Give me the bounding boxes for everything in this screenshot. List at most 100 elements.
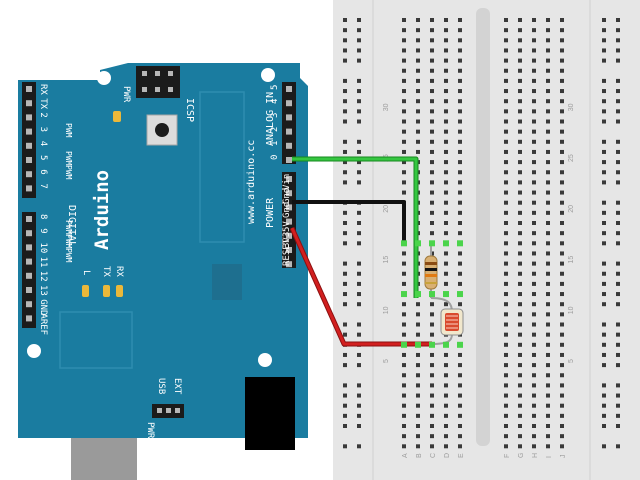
breadboard-hole[interactable] bbox=[430, 89, 434, 94]
breadboard-hole[interactable] bbox=[444, 89, 448, 94]
breadboard-hole[interactable] bbox=[560, 180, 564, 185]
rail-hole[interactable] bbox=[602, 413, 606, 418]
rail-hole[interactable] bbox=[357, 444, 361, 449]
breadboard-hole[interactable] bbox=[546, 221, 550, 225]
breadboard-hole[interactable] bbox=[504, 160, 508, 165]
breadboard-hole[interactable] bbox=[532, 281, 536, 286]
rail-hole[interactable] bbox=[616, 352, 620, 357]
breadboard-hole[interactable] bbox=[504, 271, 508, 276]
rail-hole[interactable] bbox=[357, 403, 361, 408]
breadboard-hole[interactable] bbox=[504, 109, 508, 114]
breadboard-hole[interactable] bbox=[532, 180, 536, 185]
breadboard-hole[interactable] bbox=[430, 129, 434, 134]
breadboard-hole[interactable] bbox=[560, 190, 564, 195]
breadboard-hole[interactable] bbox=[560, 271, 564, 276]
breadboard-hole[interactable] bbox=[532, 48, 536, 53]
rail-hole[interactable] bbox=[616, 149, 620, 154]
breadboard-hole[interactable] bbox=[416, 434, 420, 439]
breadboard-hole[interactable] bbox=[458, 210, 462, 215]
breadboard-hole[interactable] bbox=[560, 352, 564, 357]
breadboard-hole[interactable] bbox=[546, 99, 550, 104]
breadboard-hole[interactable] bbox=[504, 18, 508, 22]
breadboard-hole[interactable] bbox=[504, 129, 508, 134]
rail-hole[interactable] bbox=[602, 99, 606, 104]
breadboard-hole[interactable] bbox=[430, 170, 434, 175]
header-pin[interactable] bbox=[286, 114, 292, 121]
breadboard-hole[interactable] bbox=[532, 89, 536, 94]
rail-hole[interactable] bbox=[343, 89, 347, 94]
breadboard-hole[interactable] bbox=[430, 424, 434, 428]
rail-hole[interactable] bbox=[357, 99, 361, 104]
breadboard-hole[interactable] bbox=[458, 78, 462, 83]
rail-hole[interactable] bbox=[616, 221, 620, 225]
breadboard-hole[interactable] bbox=[546, 292, 550, 297]
breadboard-hole[interactable] bbox=[560, 221, 564, 225]
breadboard-hole[interactable] bbox=[416, 383, 420, 388]
breadboard-hole[interactable] bbox=[458, 383, 462, 388]
breadboard-hole[interactable] bbox=[504, 383, 508, 388]
breadboard-hole[interactable] bbox=[546, 413, 550, 418]
header-pin[interactable] bbox=[26, 86, 32, 92]
rail-hole[interactable] bbox=[616, 180, 620, 185]
header-pin[interactable] bbox=[26, 128, 32, 135]
rail-hole[interactable] bbox=[357, 322, 361, 327]
breadboard-hole[interactable] bbox=[458, 373, 462, 378]
breadboard-hole[interactable] bbox=[532, 292, 536, 297]
breadboard-hole[interactable] bbox=[458, 281, 462, 286]
rail-hole[interactable] bbox=[357, 271, 361, 276]
breadboard-hole[interactable] bbox=[532, 139, 536, 144]
rail-hole[interactable] bbox=[357, 58, 361, 63]
breadboard-hole[interactable] bbox=[546, 190, 550, 195]
header-pin[interactable] bbox=[286, 190, 292, 197]
breadboard-hole[interactable] bbox=[518, 332, 522, 337]
breadboard-hole[interactable] bbox=[518, 383, 522, 388]
rail-hole[interactable] bbox=[343, 99, 347, 104]
header-pin[interactable] bbox=[26, 230, 32, 237]
breadboard-hole[interactable] bbox=[444, 129, 448, 134]
breadboard-hole[interactable] bbox=[402, 99, 406, 104]
header-pin[interactable] bbox=[26, 272, 32, 279]
breadboard-hole[interactable] bbox=[504, 312, 508, 317]
header-pin[interactable] bbox=[26, 100, 32, 107]
breadboard-hole[interactable] bbox=[504, 58, 508, 63]
breadboard-hole[interactable] bbox=[416, 393, 420, 398]
header-pin[interactable] bbox=[286, 142, 292, 149]
breadboard-hole[interactable] bbox=[458, 89, 462, 94]
rail-hole[interactable] bbox=[343, 58, 347, 63]
breadboard-hole[interactable] bbox=[402, 261, 406, 266]
breadboard-hole[interactable] bbox=[546, 129, 550, 134]
rail-hole[interactable] bbox=[343, 261, 347, 266]
breadboard-hole[interactable] bbox=[402, 281, 406, 286]
rail-hole[interactable] bbox=[616, 18, 620, 22]
breadboard-hole[interactable] bbox=[402, 393, 406, 398]
rail-hole[interactable] bbox=[616, 58, 620, 63]
rail-hole[interactable] bbox=[343, 292, 347, 297]
rail-hole[interactable] bbox=[357, 28, 361, 33]
rail-hole[interactable] bbox=[616, 210, 620, 215]
breadboard-hole[interactable] bbox=[402, 38, 406, 43]
rail-hole[interactable] bbox=[343, 322, 347, 327]
breadboard-hole[interactable] bbox=[430, 322, 434, 327]
breadboard-hole[interactable] bbox=[504, 170, 508, 175]
breadboard-hole[interactable] bbox=[560, 342, 564, 347]
breadboard-hole[interactable] bbox=[504, 281, 508, 286]
breadboard-hole[interactable] bbox=[416, 302, 420, 307]
breadboard-hole[interactable] bbox=[444, 28, 448, 33]
breadboard-hole[interactable] bbox=[402, 190, 406, 195]
breadboard-hole[interactable] bbox=[444, 352, 448, 357]
rail-hole[interactable] bbox=[343, 48, 347, 53]
breadboard-hole[interactable] bbox=[546, 89, 550, 94]
rail-hole[interactable] bbox=[616, 383, 620, 388]
rail-hole[interactable] bbox=[357, 38, 361, 43]
breadboard-hole[interactable] bbox=[444, 393, 448, 398]
rail-hole[interactable] bbox=[602, 221, 606, 225]
header-pin[interactable] bbox=[26, 216, 32, 222]
rail-hole[interactable] bbox=[602, 393, 606, 398]
breadboard-hole[interactable] bbox=[518, 444, 522, 449]
breadboard-hole[interactable] bbox=[416, 78, 420, 83]
breadboard-hole[interactable] bbox=[532, 393, 536, 398]
breadboard-hole[interactable] bbox=[416, 363, 420, 368]
header-pin[interactable] bbox=[26, 315, 32, 322]
breadboard-hole[interactable] bbox=[444, 200, 448, 205]
breadboard-hole[interactable] bbox=[504, 322, 508, 327]
